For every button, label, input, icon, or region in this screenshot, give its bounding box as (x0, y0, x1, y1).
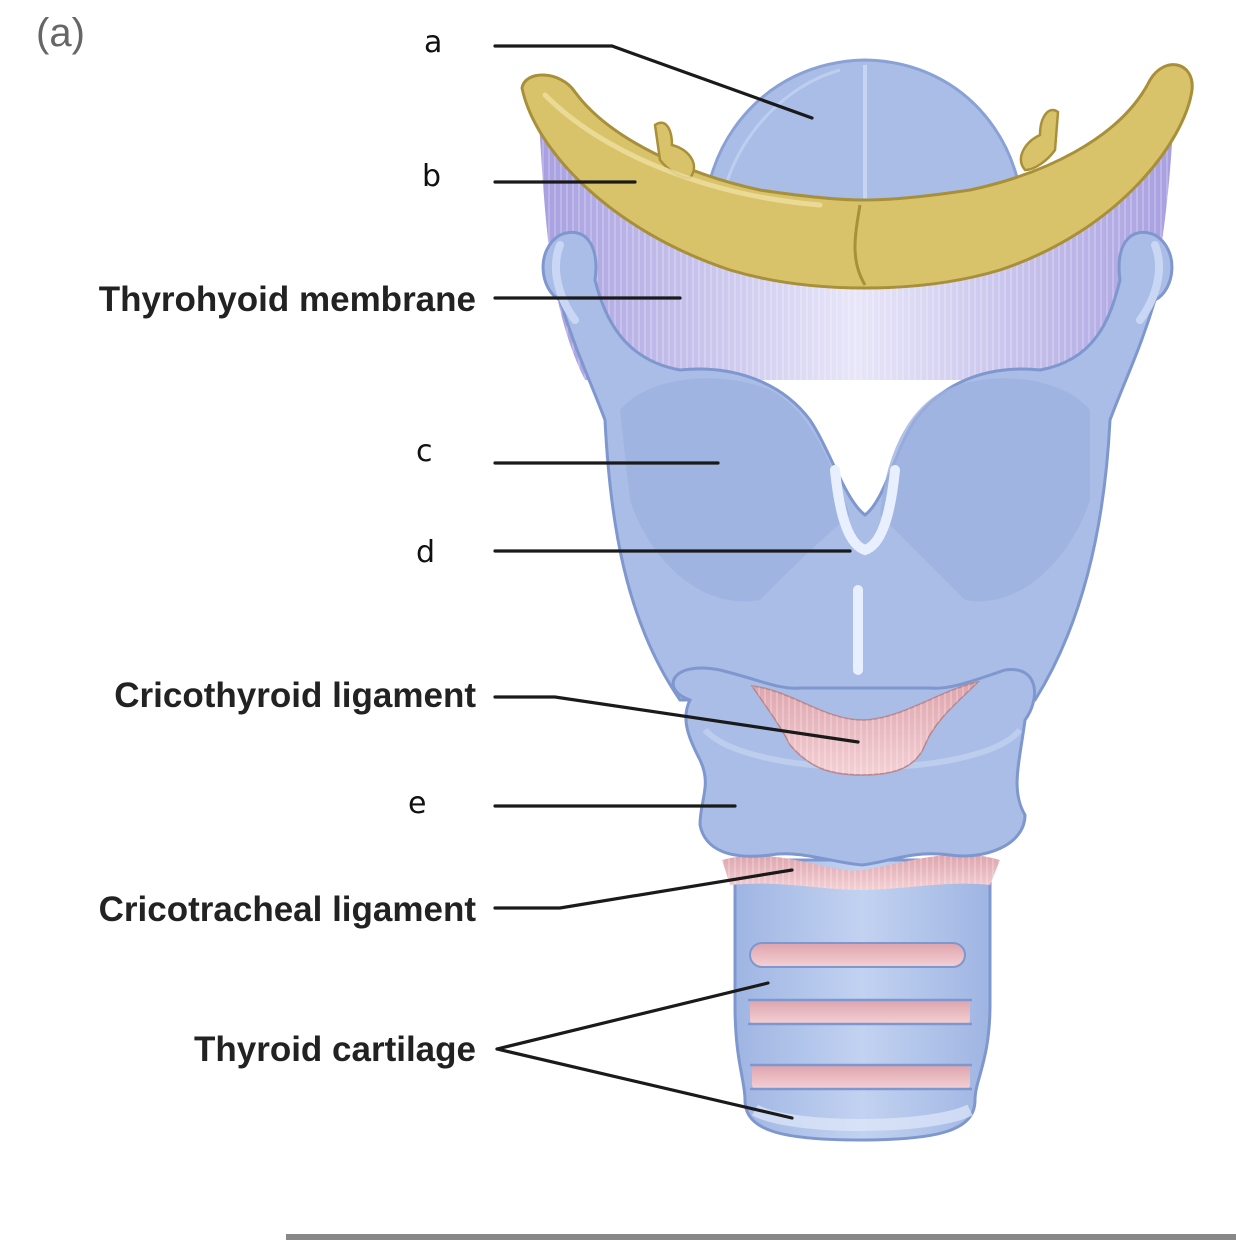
label-a: a (424, 25, 442, 60)
label-thyrohyoid-membrane: Thyrohyoid membrane (99, 280, 476, 319)
hyoid-bone (520, 63, 1194, 290)
label-e: e (408, 786, 426, 821)
label-c: c (416, 434, 433, 469)
leader-a (493, 44, 814, 120)
label-d: d (416, 535, 435, 570)
thyroid-cartilage (541, 230, 1174, 702)
leader-lines (493, 44, 860, 1120)
cricotracheal-ligament (722, 854, 1000, 890)
leader-thyroid-cartilage-lower (495, 1047, 794, 1120)
trachea (733, 858, 992, 1142)
leader-thyroid-cartilage-upper (495, 981, 770, 1051)
label-thyroid-cartilage: Thyroid cartilage (194, 1030, 476, 1069)
label-b: b (422, 159, 441, 194)
bottom-rule (286, 1234, 1236, 1240)
cricothyroid-ligament (750, 680, 981, 776)
label-cricotracheal-ligament: Cricotracheal ligament (99, 890, 477, 929)
leader-cricotracheal (493, 868, 794, 910)
panel-label: (a) (36, 11, 85, 55)
thyrohyoid-membrane (538, 90, 1175, 380)
leader-cricothyroid (493, 695, 860, 744)
epiglottis (703, 58, 1024, 232)
label-cricothyroid-ligament: Cricothyroid ligament (114, 676, 476, 715)
